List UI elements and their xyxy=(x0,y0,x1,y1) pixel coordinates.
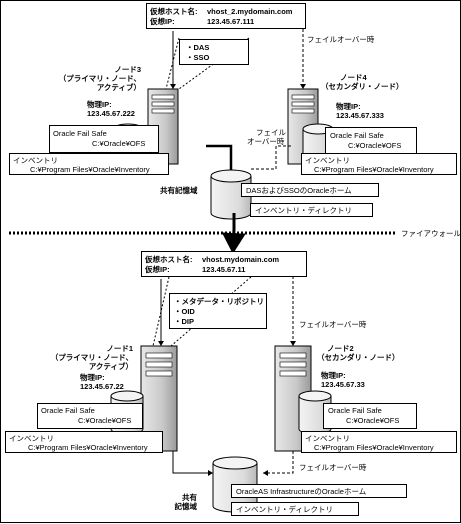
vhost-ip-label: 仮想IP: xyxy=(150,17,175,26)
physical-ip-value: 123.45.67.333 xyxy=(336,111,384,120)
vhost-ip-value: 123.45.67.111 xyxy=(207,17,255,26)
inventory-box: インベントリ C:¥Program Files¥Oracle¥Inventory xyxy=(301,153,457,175)
bottom-virtual-host-box: 仮想ホスト名: vhost.mydomain.com 仮想IP: 123.45.… xyxy=(141,251,307,277)
vhost-name-label: 仮想ホスト名: xyxy=(145,255,193,264)
physical-ip-value: 123.45.67.33 xyxy=(321,380,365,389)
vhost-name-label: 仮想ホスト名: xyxy=(150,7,198,16)
physical-ip-label: 物理IP: xyxy=(87,100,112,109)
top-component-callout-lines xyxy=(165,37,250,90)
physical-ip-label: 物理IP: xyxy=(80,373,105,382)
physical-ip-value: 123.45.67.222 xyxy=(87,109,135,118)
inventory-box: インベントリ C:¥Program Files¥Oracle¥Inventory xyxy=(5,431,163,453)
ofs-install-box: Oracle Fail Safe C:¥Oracle¥OFS xyxy=(37,403,143,429)
physical-ip-value: 123.45.67.22 xyxy=(80,382,124,391)
vhost-name-value: vhost.mydomain.com xyxy=(202,255,280,264)
component-item: ・DAS xyxy=(186,43,210,52)
component-item: ・SSO xyxy=(186,53,210,62)
component-item: ・メタデータ・リポジトリ xyxy=(174,297,264,306)
bottom-storage-failover-link xyxy=(263,451,294,476)
ofs-install-box: Oracle Fail Safe C:¥Oracle¥OFS xyxy=(323,403,417,429)
component-item: ・DIP xyxy=(174,317,195,326)
bottom-storage-active-link xyxy=(172,451,213,476)
top-components-box: ・DAS ・SSO xyxy=(179,39,249,65)
oracle-home-box: DASおよびSSOのOracleホーム xyxy=(241,183,379,197)
inventory-directory-box: インベントリ・ディレクトリ xyxy=(250,203,373,217)
top-storage-failover-link xyxy=(251,145,291,170)
ofs-install-box: Oracle Fail Safe C:¥Oracle¥OFS xyxy=(325,127,417,155)
firewall-crossing-arrow xyxy=(221,213,246,254)
vhost-ip-value: 123.45.67.11 xyxy=(202,265,246,274)
component-item: ・OID xyxy=(174,307,195,316)
inventory-box: インベントリ C:¥Program Files¥Oracle¥Inventory xyxy=(9,153,169,175)
inventory-box: インベントリ C:¥Program Files¥Oracle¥Inventory xyxy=(301,431,457,453)
ofs-install-box: Oracle Fail Safe C:¥Oracle¥OFS xyxy=(49,125,159,153)
physical-ip-label: 物理IP: xyxy=(336,102,361,111)
bottom-components-box: ・メタデータ・リポジトリ ・OID ・DIP xyxy=(169,293,267,329)
oracle-home-box: OracleAS InfrastructureのOracleホーム xyxy=(231,484,407,498)
vhost-ip-label: 仮想IP: xyxy=(145,265,170,274)
top-storage-active-link xyxy=(206,144,233,176)
top-virtual-host-box: 仮想ホスト名: vhost_2.mydomain.com 仮想IP: 123.4… xyxy=(146,3,306,29)
failover-label: フェイルオーバー時 xyxy=(299,320,367,329)
storage-failover-label: フェイルオーバー時 xyxy=(299,463,367,472)
inventory-directory-box: インベントリ・ディレクトリ xyxy=(231,502,359,516)
shared-storage-label: 共有記憶域 xyxy=(160,186,198,195)
failover-label: フェイルオーバー時 xyxy=(307,35,375,44)
physical-ip-label: 物理IP: xyxy=(321,371,346,380)
vhost-name-value: vhost_2.mydomain.com xyxy=(207,7,293,16)
firewall-label: ファイアウォール xyxy=(401,229,461,238)
